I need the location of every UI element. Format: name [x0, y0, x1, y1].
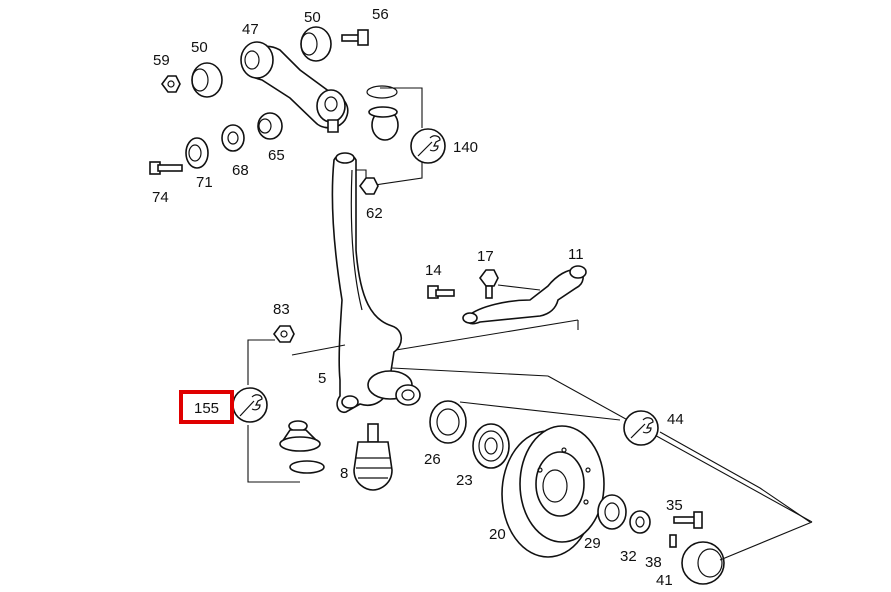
bolt-14[interactable] [427, 285, 455, 299]
upper-ball-joint[interactable] [366, 85, 399, 141]
callout-59: 59 [153, 52, 170, 69]
callout-44: 44 [667, 411, 684, 428]
brake-disc[interactable] [501, 425, 605, 558]
nut-83[interactable] [273, 325, 295, 343]
callout-29: 29 [584, 535, 601, 552]
callout-47: 47 [242, 21, 259, 38]
callout-20: 20 [489, 526, 506, 543]
wrench-icon [232, 387, 268, 423]
bearing-23[interactable] [472, 423, 510, 469]
callout-65: 65 [268, 147, 285, 164]
bushing-71[interactable] [185, 137, 209, 169]
seal-ring[interactable] [289, 460, 325, 474]
callout-83: 83 [273, 301, 290, 318]
callout-41: 41 [656, 572, 673, 589]
seal-26[interactable] [429, 400, 467, 444]
callout-155: 155 [194, 400, 219, 417]
callout-50-top: 50 [304, 9, 321, 26]
wrench-icon [410, 128, 446, 164]
nut-59[interactable] [161, 75, 181, 93]
pin-38[interactable] [669, 534, 677, 548]
bushing-50-top[interactable] [300, 26, 332, 62]
lower-ball-joint[interactable] [353, 423, 393, 491]
cap-41[interactable] [681, 541, 725, 585]
callout-68: 68 [232, 162, 249, 179]
highlight-box [179, 390, 234, 424]
callout-11: 11 [568, 246, 584, 263]
steering-knuckle[interactable] [331, 152, 421, 414]
bushing-65[interactable] [257, 112, 283, 140]
bolt-74[interactable] [149, 161, 183, 175]
callout-23: 23 [456, 472, 473, 489]
nut-32[interactable] [629, 510, 651, 534]
callout-50-left: 50 [191, 39, 208, 56]
callout-56: 56 [372, 6, 389, 23]
callout-38: 38 [645, 554, 662, 571]
wrench-icon [623, 410, 659, 446]
callout-17: 17 [477, 248, 494, 265]
bolt-56[interactable] [341, 29, 369, 46]
dust-boot[interactable] [279, 420, 321, 452]
steering-arm[interactable] [462, 265, 587, 325]
callout-74: 74 [152, 189, 169, 206]
callout-5: 5 [318, 370, 326, 387]
callout-140: 140 [453, 139, 478, 156]
callout-62: 62 [366, 205, 383, 222]
bushing-50-left[interactable] [191, 62, 223, 98]
upper-control-arm[interactable] [240, 41, 349, 133]
callout-8: 8 [340, 465, 348, 482]
callout-71: 71 [196, 174, 213, 191]
screw-35[interactable] [673, 511, 703, 529]
callout-32: 32 [620, 548, 637, 565]
bearing-29[interactable] [597, 494, 627, 530]
callout-14: 14 [425, 262, 442, 279]
callout-35: 35 [666, 497, 683, 514]
bolt-17[interactable] [479, 269, 499, 299]
callout-26: 26 [424, 451, 441, 468]
washer-68[interactable] [221, 124, 245, 152]
